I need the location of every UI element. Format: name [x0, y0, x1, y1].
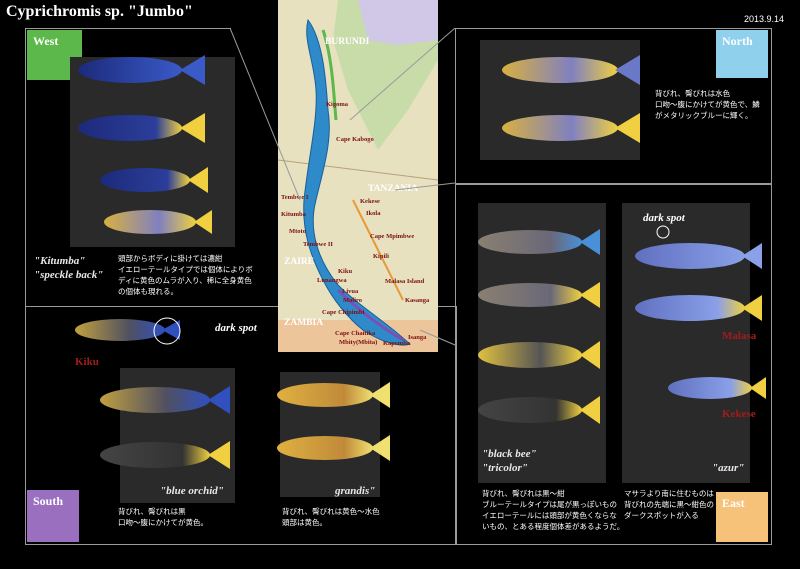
- east-dark-spot-label: dark spot: [643, 212, 685, 224]
- region-west-label: West: [33, 34, 59, 48]
- east-variant-tricolor: "tricolor": [482, 462, 528, 474]
- map-country-tanzania: TANZANIA: [368, 184, 418, 194]
- south-note-right: 背びれ、臀びれは黄色～水色 頭部は黄色。: [282, 506, 380, 528]
- map-place-moliro: Moliro: [343, 297, 363, 304]
- map-place-kitumba: Kitumba: [281, 211, 306, 218]
- page-title: Cyprichromis sp. "Jumbo": [6, 3, 193, 20]
- lake-shape: [303, 18, 411, 346]
- east-note-right-line: 背びれの先端に黒～紺色の: [624, 500, 714, 509]
- map-place-tembwe2: Tembwe II: [303, 241, 333, 248]
- map-place-kasanga: Kasanga: [405, 297, 430, 304]
- east-coast-line: [352, 199, 404, 301]
- north-frame: [455, 28, 772, 185]
- map-place-kapemba: Kapemba: [383, 340, 411, 347]
- west-note-line: の個体も現れる。: [118, 287, 178, 296]
- south-note-right-line: 頭部は黄色。: [282, 518, 327, 527]
- map-place-kiku: Kiku: [338, 268, 353, 275]
- west-variant-kitumba: "Kitumba": [34, 255, 86, 267]
- north-note: 背びれ、臀びれは水色 口吻～腹にかけてが黄色で、鱗 がメタリックブルーに輝く。: [655, 88, 760, 121]
- region-south: South: [27, 490, 79, 542]
- south-dark-spot-label: dark spot: [215, 322, 257, 334]
- south-note-right-line: 背びれ、臀びれは黄色～水色: [282, 507, 380, 516]
- map-place-mtoto: Mtoto: [289, 228, 306, 235]
- east-note-left-line: いもの、とある程度個体差があるようだ。: [482, 522, 625, 531]
- east-note-left-line: イエローテールには頭部が黄色くならな: [482, 511, 617, 520]
- map-place-malasa-island: Malasa Island: [385, 278, 425, 285]
- south-note-left-line: 口吻～腹にかけてが黄色。: [118, 518, 208, 527]
- south-frame: [25, 306, 457, 545]
- map-place-ikola: Ikola: [366, 210, 381, 217]
- west-note-line: 頭部からボディに掛けては濃紺: [118, 254, 223, 263]
- east-photo-panel-left: [478, 203, 606, 483]
- region-north: North: [716, 30, 768, 78]
- date-label: 2013.9.14: [743, 14, 784, 24]
- map-region-purple: [358, 0, 438, 45]
- map-place-cape-mpimbwe: Cape Mpimbwe: [370, 233, 415, 240]
- west-photo-panel: [70, 57, 235, 247]
- west-note: 頭部からボディに掛けては濃紺 イエローテールタイプでは個体によりボ ディに黄色の…: [118, 253, 253, 297]
- east-location-malasa: Malasa: [722, 330, 757, 342]
- map-place-kekese: Kekese: [360, 198, 380, 205]
- map-place-kipili: Kipili: [373, 253, 389, 260]
- west-note-line: イエローテールタイプでは個体によりボ: [118, 265, 253, 274]
- map-country-burundi: BURUNDI: [325, 37, 370, 47]
- east-location-kekese: Kekese: [722, 408, 756, 420]
- map-place-mbity: Mbity(Mbita): [339, 339, 378, 346]
- east-note-right-line: ダークスポットが入る: [624, 511, 699, 520]
- map-place-isanga: Isanga: [408, 334, 427, 341]
- map-place-tembwe1: Tembwe I: [281, 194, 309, 201]
- south-variant-grandis: grandis": [335, 485, 376, 497]
- map-country-zaire: ZAIRE: [284, 257, 315, 267]
- map-country-zambia: ZAMBIA: [284, 318, 324, 328]
- west-frame: [25, 28, 231, 307]
- east-photo-panel-right: [622, 203, 750, 483]
- map-place-cape-chipimbi: Cape Chipimbi: [322, 309, 365, 316]
- north-note-line: 口吻～腹にかけてが黄色で、鱗: [655, 100, 760, 109]
- north-note-line: がメタリックブルーに輝く。: [655, 111, 753, 120]
- north-note-line: 背びれ、臀びれは水色: [655, 89, 731, 98]
- south-note-left: 背びれ、臀びれは黒 口吻～腹にかけてが黄色。: [118, 506, 208, 528]
- east-note-right: マサラより南に住むものは 背びれの先端に黒～紺色の ダークスポットが入る: [624, 488, 714, 521]
- south-note-left-line: 背びれ、臀びれは黒: [118, 507, 186, 516]
- east-variant-azur: "azur": [712, 462, 745, 474]
- east-note-left-line: 背びれ、臀びれは黒～紺: [482, 489, 565, 498]
- east-frame: [455, 183, 772, 545]
- east-note-right-line: マサラより南に住むものは: [624, 489, 714, 498]
- region-east: East: [716, 492, 768, 542]
- west-variant-speckle: "speckle back": [34, 269, 104, 281]
- east-note-left-line: ブルーテールタイプは尾が黒っぽいもの: [482, 500, 617, 509]
- region-north-label: North: [722, 34, 753, 48]
- east-variant-black-bee: "black bee": [482, 448, 537, 460]
- map-place-cape-chaitika: Cape Chaitika: [335, 330, 376, 337]
- south-photo-panel-left: [120, 368, 235, 503]
- map-place-livua: Livua: [342, 288, 359, 295]
- map-place-kigoma: Kigoma: [326, 101, 349, 108]
- region-south-label: South: [33, 494, 64, 508]
- south-location-kiku: Kiku: [75, 356, 99, 368]
- map-place-lunangwa: Lunangwa: [317, 277, 347, 284]
- west-coast-line: [321, 29, 338, 121]
- north-photo-panel: [480, 40, 640, 160]
- region-east-label: East: [722, 496, 745, 510]
- east-note-left: 背びれ、臀びれは黒～紺 ブルーテールタイプは尾が黒っぽいもの イエローテールには…: [482, 488, 624, 532]
- map-place-cape-kabogo: Cape Kabogo: [336, 136, 374, 143]
- map-border-line: [278, 159, 438, 181]
- region-west: West: [27, 30, 82, 80]
- south-photo-panel-right: [280, 372, 380, 497]
- south-variant-blue-orchid: "blue orchid": [160, 485, 224, 497]
- south-coast-line: [336, 288, 404, 342]
- west-note-line: ディに黄色のムラが入り、稀に全身黄色: [118, 276, 252, 285]
